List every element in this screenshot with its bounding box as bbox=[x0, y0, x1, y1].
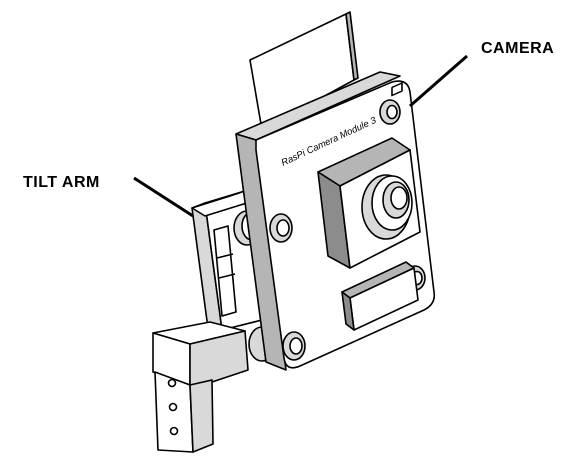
tilt-arm-slot-line bbox=[216, 253, 234, 259]
tilt-arm-hole-2 bbox=[168, 402, 178, 412]
callout-camera-leader bbox=[409, 54, 468, 108]
tilt-arm-lower-block-side bbox=[189, 330, 249, 386]
small-component bbox=[391, 82, 403, 97]
ribbon-cable-edge bbox=[345, 11, 359, 81]
tilt-arm-hole-3 bbox=[169, 426, 179, 436]
tilt-arm bbox=[152, 189, 276, 453]
tilt-arm-hole-1 bbox=[167, 378, 177, 388]
callout-tilt-arm: TILT ARM bbox=[23, 174, 194, 218]
callout-camera: CAMERA bbox=[409, 40, 554, 108]
tilt-arm-leg-side bbox=[189, 379, 214, 453]
callout-tilt-arm-label: TILT ARM bbox=[23, 174, 100, 191]
mount-hole-top-right bbox=[379, 99, 401, 125]
tilt-arm-slot bbox=[213, 225, 237, 317]
camera-board-edge-left bbox=[235, 133, 287, 371]
callout-tilt-arm-leader bbox=[133, 176, 194, 218]
mount-hole-bottom-left bbox=[282, 331, 306, 361]
ribbon-cable bbox=[249, 11, 359, 131]
callout-camera-label: CAMERA bbox=[481, 40, 554, 57]
mount-hole-top-left bbox=[269, 213, 293, 243]
lens-barrel bbox=[361, 174, 413, 240]
connector-block-side bbox=[341, 291, 355, 331]
tilt-arm-slot-line-2 bbox=[218, 273, 236, 279]
camera-board bbox=[235, 71, 436, 371]
